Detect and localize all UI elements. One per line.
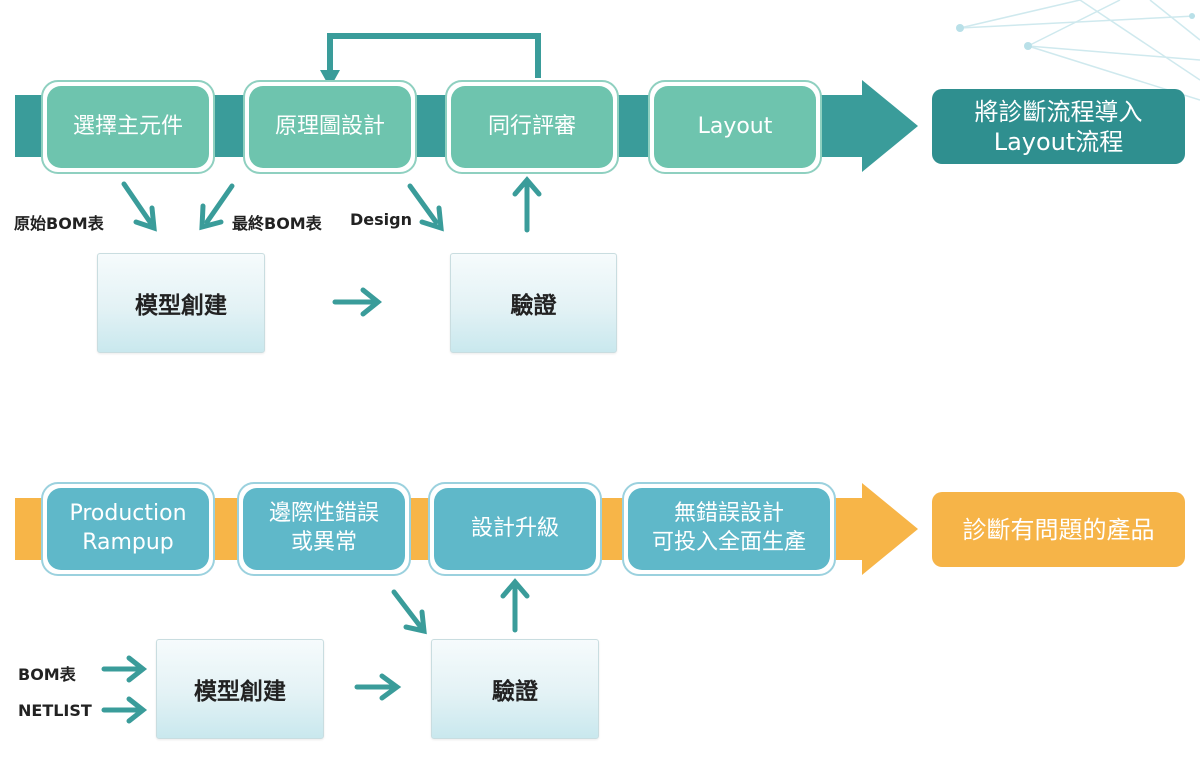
input-label-design: Design	[350, 210, 412, 229]
outcome-line: 將診斷流程導入	[974, 97, 1143, 126]
stage-label: 邊際性錯誤	[268, 501, 379, 527]
stage-label: 同行評審	[487, 113, 576, 139]
stage-peer-review[interactable]: 同行評審	[451, 86, 613, 168]
stage-label: Production	[69, 501, 187, 527]
stage-label: 選擇主元件	[72, 113, 183, 139]
stage-label: 可投入全面生產	[651, 530, 806, 555]
outcome-top[interactable]: 將診斷流程導入 Layout流程	[932, 89, 1185, 164]
box-label: 驗證	[510, 293, 557, 319]
stage-label: Rampup	[82, 530, 174, 555]
stage-label: 或異常	[290, 530, 357, 555]
stage-label: Layout	[697, 113, 773, 139]
stage-schematic-design[interactable]: 原理圖設計	[249, 86, 411, 168]
stage-error-free-design[interactable]: 無錯誤設計 可投入全面生產	[628, 488, 830, 570]
outcome-line: 診斷有問題的產品	[962, 515, 1155, 544]
model-creation-box-bottom[interactable]: 模型創建	[156, 639, 324, 739]
verification-box-top[interactable]: 驗證	[450, 253, 617, 353]
box-label: 模型創建	[194, 679, 286, 705]
input-label-final-bom: 最終BOM表	[232, 214, 322, 233]
stage-label: 設計升級	[470, 515, 559, 541]
stage-label: 原理圖設計	[274, 113, 385, 139]
box-label: 驗證	[492, 679, 538, 705]
outcome-line: Layout流程	[993, 127, 1124, 156]
outcome-bottom[interactable]: 診斷有問題的產品	[932, 492, 1185, 567]
stage-marginal-error[interactable]: 邊際性錯誤 或異常	[243, 488, 405, 570]
model-creation-box-top[interactable]: 模型創建	[97, 253, 265, 353]
verification-box-bottom[interactable]: 驗證	[431, 639, 599, 739]
stage-label: 無錯誤設計	[673, 501, 784, 527]
box-label: 模型創建	[135, 293, 227, 319]
input-label-netlist: NETLIST	[18, 701, 92, 720]
stage-production-rampup[interactable]: Production Rampup	[47, 488, 209, 570]
stage-layout[interactable]: Layout	[654, 86, 816, 168]
stage-select-component[interactable]: 選擇主元件	[47, 86, 209, 168]
input-label-bom: BOM表	[18, 665, 76, 684]
stage-design-upgrade[interactable]: 設計升級	[434, 488, 596, 570]
input-label-original-bom: 原始BOM表	[14, 214, 104, 233]
